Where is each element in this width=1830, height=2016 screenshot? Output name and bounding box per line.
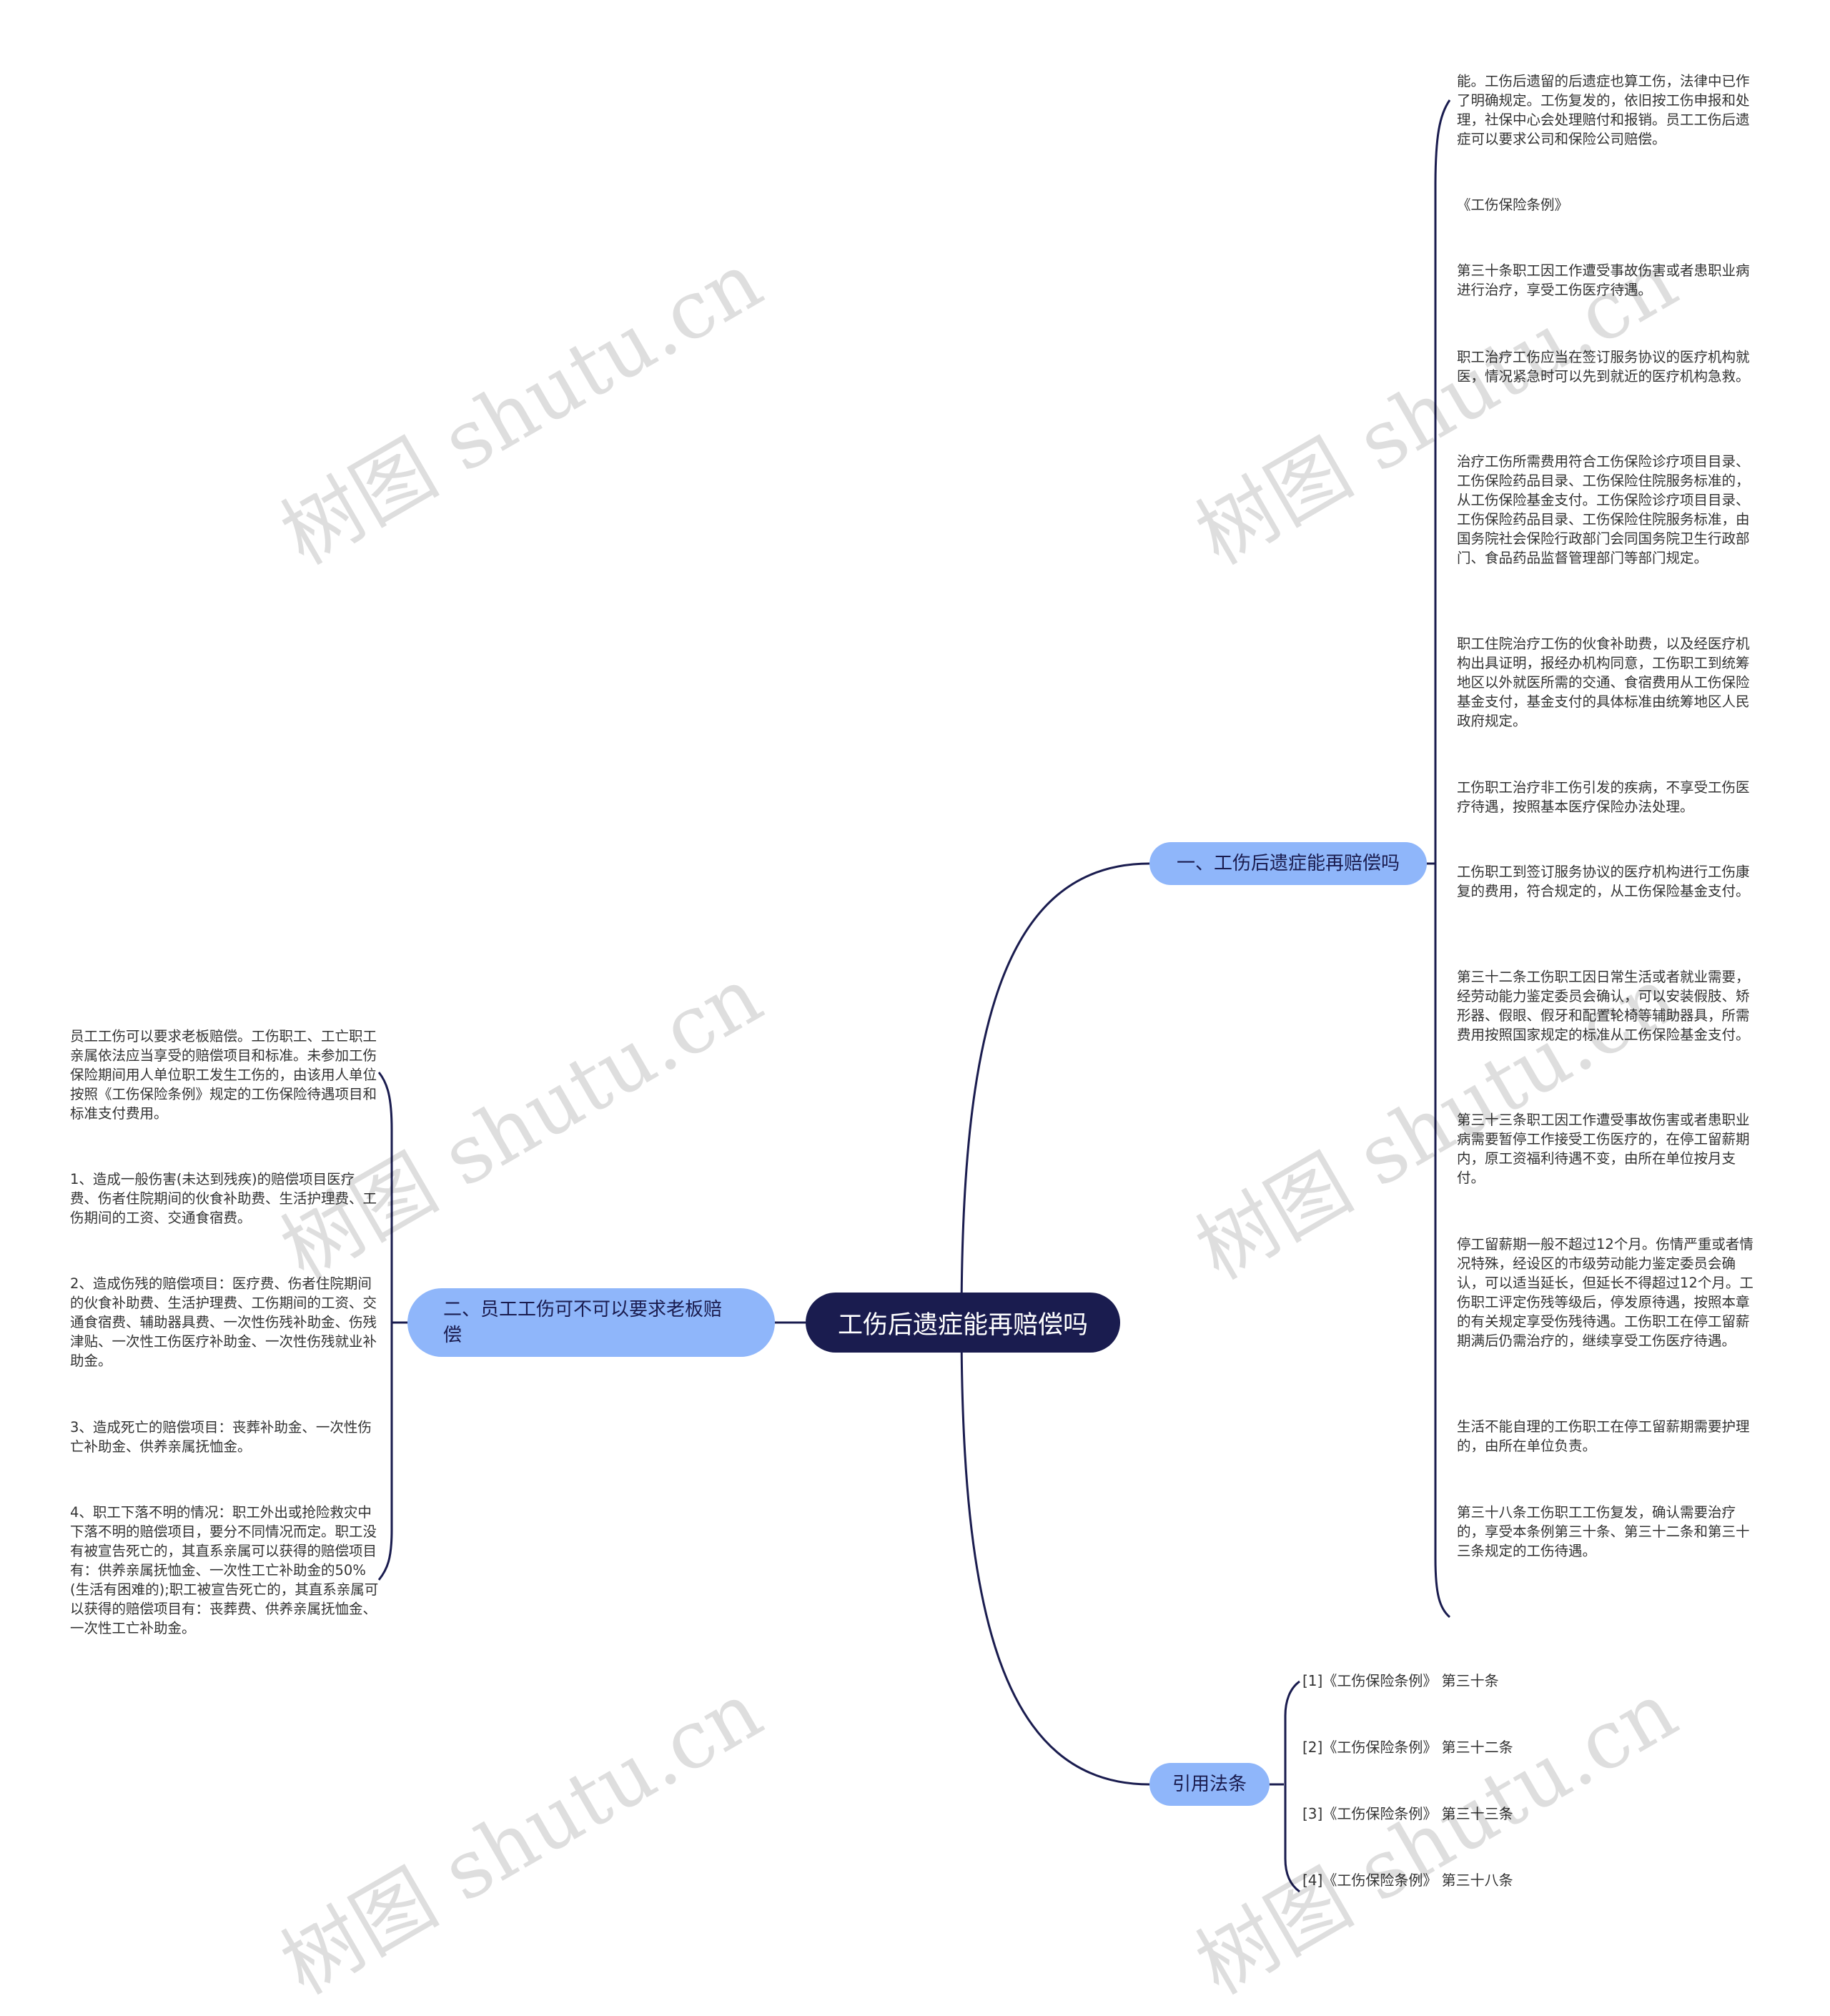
branch-node-1[interactable]: 一、工伤后遗症能再赔偿吗 bbox=[1149, 842, 1427, 885]
leaf-text: 职工住院治疗工伤的伙食补助费，以及经医疗机构出具证明，报经办机构同意，工伤职工到… bbox=[1457, 636, 1750, 729]
bracket-branch-1 bbox=[1427, 99, 1451, 1619]
leaf-text: 生活不能自理的工伤职工在停工留薪期需要护理的，由所在单位负责。 bbox=[1457, 1418, 1750, 1454]
leaf-text: 治疗工伤所需费用符合工伤保险诊疗项目目录、工伤保险药品目录、工伤保险住院服务标准… bbox=[1457, 453, 1750, 566]
link-root-to-branch-1 bbox=[960, 862, 1150, 1323]
reference-link-4[interactable]: [4]《工伤保险条例》 第三十八条 bbox=[1302, 1872, 1513, 1889]
bracket-branch-2 bbox=[377, 1072, 407, 1581]
leaf-text: 能。工伤后遗留的后遗症也算工伤，法律中已作了明确规定。工伤复发的，依旧按工伤申报… bbox=[1457, 73, 1750, 147]
connector-lines bbox=[377, 99, 1451, 1893]
branch-label: 一、工伤后遗症能再赔偿吗 bbox=[1176, 853, 1400, 874]
branch-label: 引用法条 bbox=[1172, 1774, 1247, 1795]
link-root-to-branch-3 bbox=[960, 1322, 1150, 1786]
leaf-text: 第三十八条工伤职工工伤复发，确认需要治疗的，享受本条例第三十条、第三十二条和第三… bbox=[1457, 1504, 1750, 1559]
reference-link-2[interactable]: [2]《工伤保险条例》 第三十二条 bbox=[1302, 1739, 1513, 1756]
leaf-text: 4、职工下落不明的情况：职工外出或抢险救灾中下落不明的赔偿项目，要分不同情况而定… bbox=[70, 1504, 379, 1636]
leaf-text: 第三十二条工伤职工因日常生活或者就业需要，经劳动能力鉴定委员会确认，可以安装假肢… bbox=[1457, 969, 1750, 1043]
leaf-text: 工伤职工治疗非工伤引发的疾病，不享受工伤医疗待遇，按照基本医疗保险办法处理。 bbox=[1457, 779, 1750, 815]
leaf-text: 3、造成死亡的赔偿项目：丧葬补助金、一次性伤亡补助金、供养亲属抚恤金。 bbox=[70, 1419, 372, 1455]
leaf-text: 职工治疗工伤应当在签订服务协议的医疗机构就医，情况紧急时可以先到就近的医疗机构急… bbox=[1457, 349, 1750, 385]
leaf-text: 工伤职工到签订服务协议的医疗机构进行工伤康复的费用，符合规定的，从工伤保险基金支… bbox=[1457, 864, 1750, 899]
leaf-text: 停工留薪期一般不超过12个月。伤情严重或者情况特殊，经设区的市级劳动能力鉴定委员… bbox=[1457, 1236, 1754, 1349]
branch-node-3[interactable]: 引用法条 bbox=[1149, 1763, 1270, 1806]
root-node[interactable]: 工伤后遗症能再赔偿吗 bbox=[806, 1293, 1120, 1353]
leaf-text: 员工工伤可以要求老板赔偿。工伤职工、工亡职工亲属依法应当享受的赔偿项目和标准。未… bbox=[70, 1028, 377, 1122]
leaf-text: 第三十三条职工因工作遭受事故伤害或者患职业病需要暂停工作接受工伤医疗的，在停工留… bbox=[1457, 1112, 1750, 1186]
bracket-branch-3 bbox=[1270, 1680, 1300, 1893]
reference-link-3[interactable]: [3]《工伤保险条例》 第三十三条 bbox=[1302, 1805, 1513, 1822]
branch-node-2[interactable]: 二、员工工伤可不可以要求老板赔偿 bbox=[407, 1288, 775, 1357]
leaf-text: 第三十条职工因工作遭受事故伤害或者患职业病进行治疗，享受工伤医疗待遇。 bbox=[1457, 262, 1750, 298]
leaf-text: 1、造成一般伤害(未达到残疾)的赔偿项目医疗费、伤者住院期间的伙食补助费、生活护… bbox=[70, 1171, 377, 1226]
reference-link-1[interactable]: [1]《工伤保险条例》 第三十条 bbox=[1302, 1672, 1499, 1689]
root-label: 工伤后遗症能再赔偿吗 bbox=[837, 1310, 1088, 1340]
leaf-text: 《工伤保险条例》 bbox=[1457, 197, 1569, 213]
leaf-text: 2、造成伤残的赔偿项目：医疗费、伤者住院期间的伙食补助费、生活护理费、工伤期间的… bbox=[70, 1275, 377, 1369]
branch-label: 二、员工工伤可不可以要求老板赔偿 bbox=[443, 1299, 723, 1346]
